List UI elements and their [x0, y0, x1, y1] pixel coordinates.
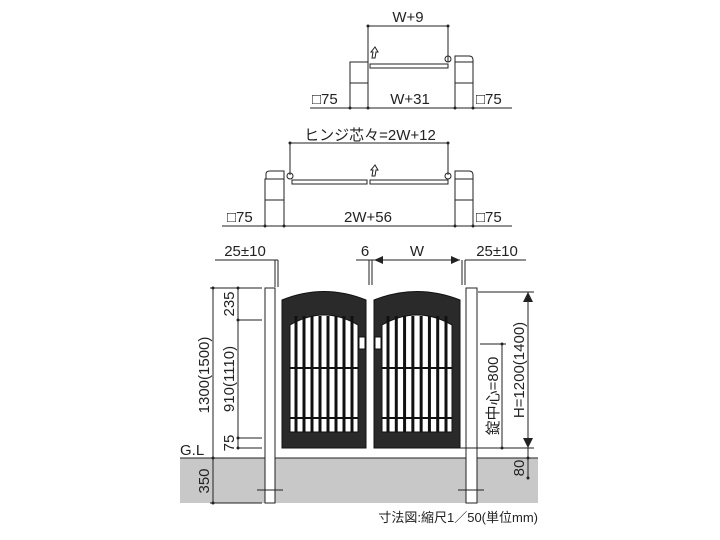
gate-leaf-plan: [369, 63, 449, 69]
lock-icon: [374, 336, 382, 350]
dim-arrow-icon: [374, 256, 460, 264]
dim-center-gap: 6: [361, 243, 369, 260]
dim-top-offset: 235: [221, 291, 238, 316]
dim-leaf-width: W: [410, 243, 425, 260]
post-right: [465, 287, 478, 504]
ground-area: [180, 458, 538, 503]
plan-view-double: ヒンジ芯々=2W+12 □75 2W+56 □75: [222, 127, 512, 228]
open-direction-arrow-icon: [369, 46, 379, 59]
plan-view-single: W+9 □75 W+31 □75: [310, 9, 512, 110]
dim-total-height: 1300(1500): [196, 337, 213, 414]
post-right: [454, 178, 474, 201]
open-direction-arrow-icon: [369, 164, 379, 177]
elevation-view: G.L 25±10 6 W 25±10 1300(1500) 235 910(1…: [180, 243, 538, 505]
post-left: [264, 287, 276, 504]
post-size-left: □75: [227, 209, 253, 226]
hinge-icon: [286, 172, 294, 180]
dim-embed-depth: 350: [196, 468, 213, 493]
dim-w-plus-31: W+31: [390, 91, 430, 108]
gate-leaf-plan-left: [291, 179, 368, 185]
dim-hinge-center: ヒンジ芯々=2W+12: [304, 127, 436, 144]
dim-bottom-offset: 75: [221, 435, 238, 452]
post-size-right: □75: [476, 209, 502, 226]
dim-w-plus-9: W+9: [392, 9, 423, 26]
dim-mid-height: 910(1110): [221, 346, 238, 412]
dim-lock-center: 錠中心=800: [485, 357, 502, 436]
post-right: [454, 61, 474, 84]
post-size-left: □75: [312, 91, 338, 108]
ground-label: G.L: [180, 442, 204, 459]
dim-2w-plus-56: 2W+56: [344, 209, 392, 226]
dim-right-gap: 25±10: [476, 243, 518, 260]
lock-icon: [358, 336, 366, 350]
hinge-icon: [444, 172, 452, 180]
post-left: [264, 178, 285, 201]
dim-gate-height: H=1200(1400): [511, 322, 528, 418]
post-size-right: □75: [476, 91, 502, 108]
gate-panel: [289, 314, 359, 433]
hinge-icon: [444, 55, 452, 63]
scale-caption: 寸法図:縮尺1／50(単位mm): [378, 510, 538, 525]
gate-leaf-plan-right: [369, 179, 449, 185]
gate-panel: [381, 314, 453, 433]
post-left: [349, 61, 369, 84]
dim-ground-clearance: 80: [511, 460, 528, 477]
dim-left-gap: 25±10: [224, 243, 266, 260]
gate-leaves: [281, 291, 461, 449]
